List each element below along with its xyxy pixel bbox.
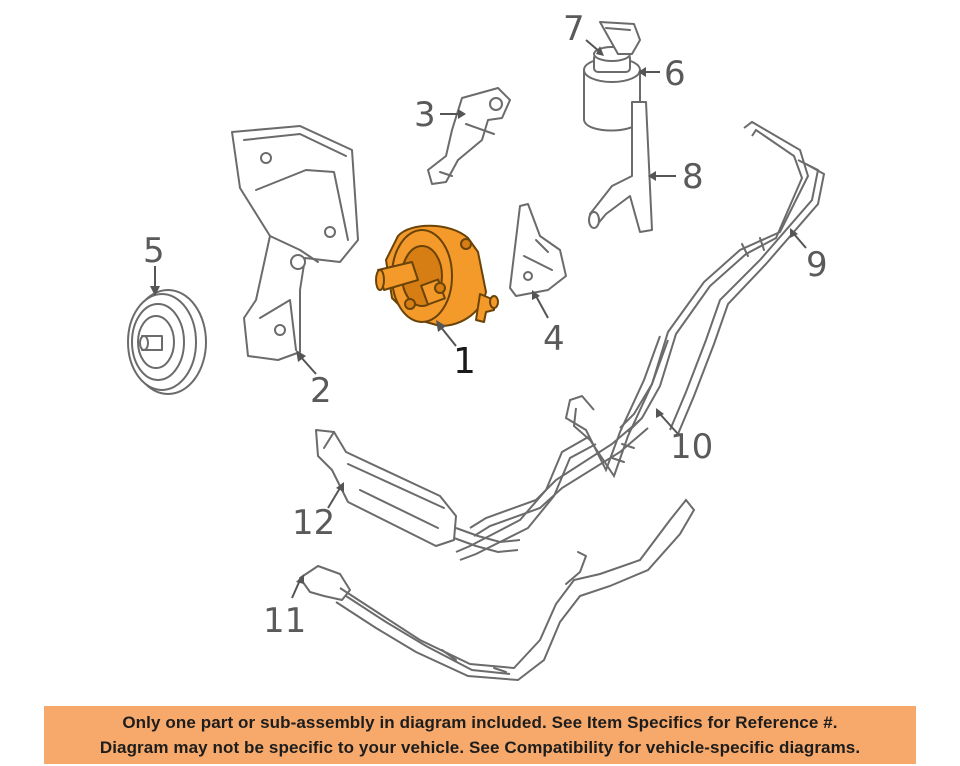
disclaimer-banner: Only one part or sub-assembly in diagram… xyxy=(44,706,916,764)
callout-7: 7 xyxy=(563,9,585,49)
disclaimer-line-1: Only one part or sub-assembly in diagram… xyxy=(122,713,838,732)
cooler xyxy=(315,429,521,554)
leader-lines xyxy=(150,39,807,599)
reservoir-cap xyxy=(599,21,641,55)
callout-2: 2 xyxy=(310,371,332,411)
power-steering-pump xyxy=(375,224,499,327)
reservoir-hose xyxy=(588,101,653,233)
callout-8: 8 xyxy=(682,157,704,197)
mounting-bracket xyxy=(231,125,359,361)
callout-10: 10 xyxy=(670,427,713,467)
return-hose xyxy=(619,120,826,435)
callout-1: 1 xyxy=(453,341,476,382)
callout-9: 9 xyxy=(806,245,828,285)
callout-6: 6 xyxy=(664,54,686,94)
callout-5: 5 xyxy=(143,231,165,271)
pressure-hose xyxy=(455,335,669,561)
callout-12: 12 xyxy=(292,503,335,543)
disclaimer-line-2: Diagram may not be specific to your vehi… xyxy=(99,738,861,757)
callout-11: 11 xyxy=(263,601,306,641)
callout-3: 3 xyxy=(414,95,436,135)
hose-assembly xyxy=(299,498,696,682)
pulley xyxy=(127,289,207,395)
plate-bracket xyxy=(509,203,567,297)
parts-diagram: 5 2 3 4 1 7 6 8 9 10 12 11 xyxy=(127,9,828,682)
small-bracket xyxy=(427,87,511,185)
callout-4: 4 xyxy=(543,319,565,359)
